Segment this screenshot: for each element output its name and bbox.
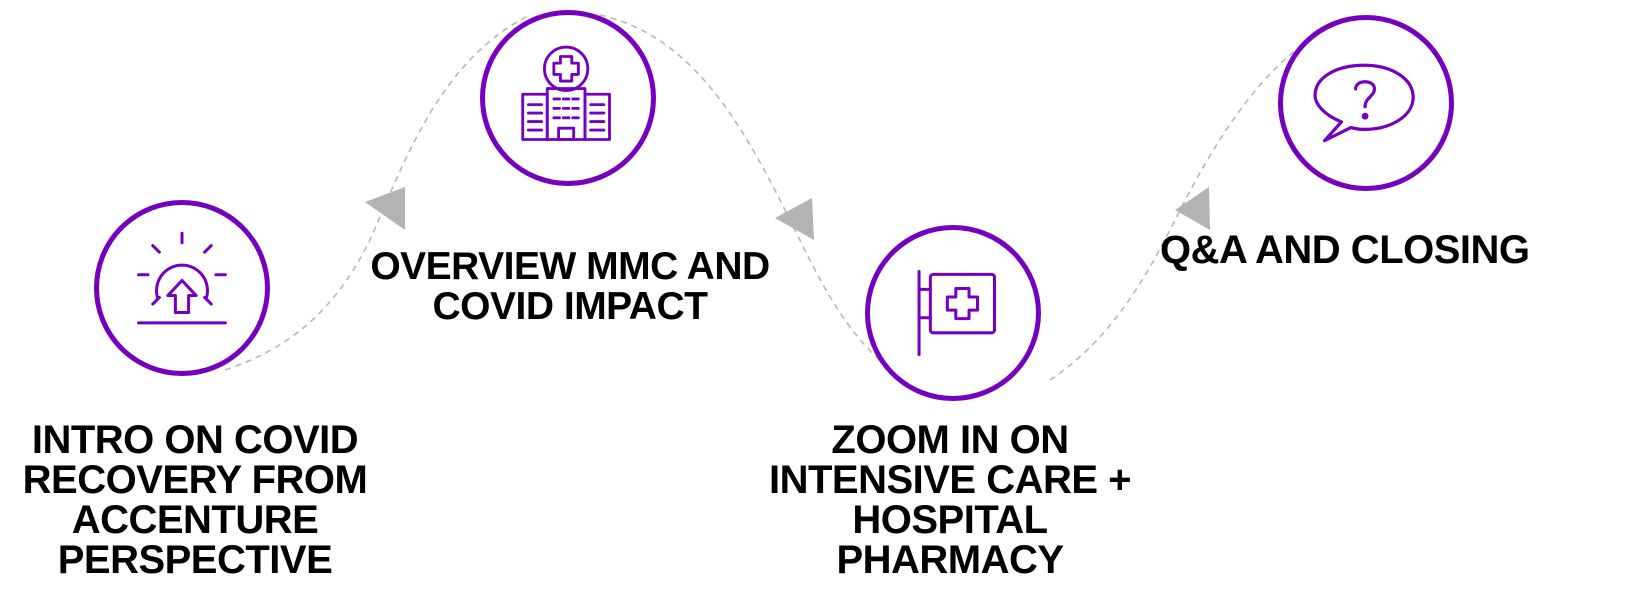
label-line: INTRO ON COVID	[31, 418, 359, 462]
label-line: HOSPITAL	[852, 498, 1048, 542]
arrowhead-overview	[365, 187, 405, 230]
hospital-building-icon	[521, 45, 611, 141]
step-label-qa: Q&A AND CLOSING	[1160, 228, 1620, 272]
step-circle-intro	[94, 200, 270, 376]
question-speech-bubble-icon	[1313, 63, 1415, 143]
arrowhead-zoom	[775, 198, 814, 240]
step-circle-overview	[480, 10, 656, 186]
label-line: ACCENTURE	[71, 498, 319, 542]
step-circle-zoom	[865, 225, 1041, 401]
label-line: ZOOM IN ON	[831, 418, 1069, 462]
step-circle-qa	[1278, 15, 1454, 191]
label-line: OVERVIEW MMC AND	[370, 245, 770, 288]
label-line: INTENSIVE CARE +	[768, 458, 1132, 502]
label-line: PHARMACY	[836, 538, 1064, 582]
connector-zoom-to-qa	[1049, 27, 1331, 381]
connector-overview-to-zoom	[599, 14, 911, 386]
label-line: RECOVERY FROM	[22, 458, 368, 502]
label-line: Q&A AND CLOSING	[1160, 228, 1530, 272]
step-label-zoom: ZOOM IN ON INTENSIVE CARE + HOSPITAL PHA…	[740, 420, 1160, 580]
connector-intro-to-overview	[224, 14, 531, 371]
step-label-intro: INTRO ON COVID RECOVERY FROM ACCENTURE P…	[0, 420, 390, 580]
label-line: COVID IMPACT	[432, 285, 708, 328]
step-label-overview: OVERVIEW MMC AND COVID IMPACT	[330, 247, 810, 327]
label-line: PERSPECTIVE	[57, 538, 333, 582]
hospital-sign-icon	[917, 269, 997, 357]
arrowhead-qa	[1175, 187, 1210, 230]
sunrise-arrow-icon	[137, 231, 227, 325]
